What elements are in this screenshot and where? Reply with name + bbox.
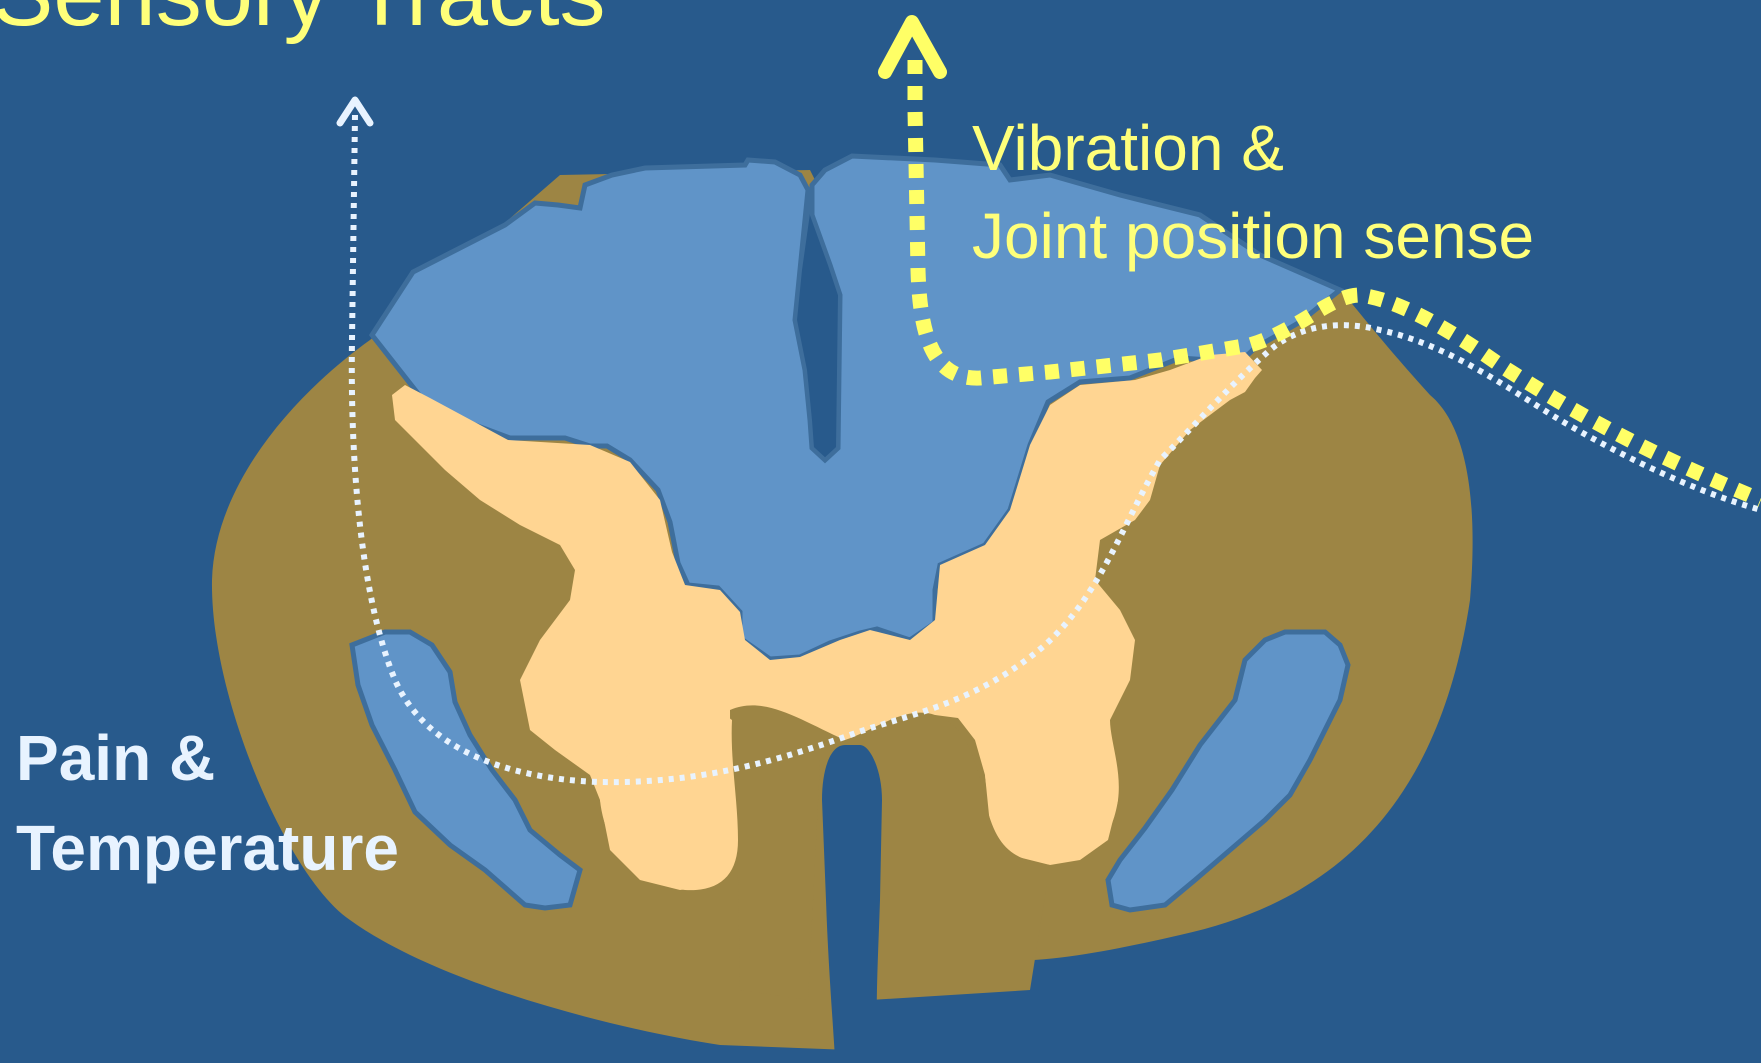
pain-label-line1: Pain & bbox=[16, 726, 215, 790]
vibration-label-line2: Joint position sense bbox=[972, 204, 1534, 268]
slide-title: Sensory Tracts bbox=[0, 0, 606, 40]
pain-label-line2: Temperature bbox=[16, 816, 399, 880]
vibration-label-line1: Vibration & bbox=[972, 116, 1284, 180]
